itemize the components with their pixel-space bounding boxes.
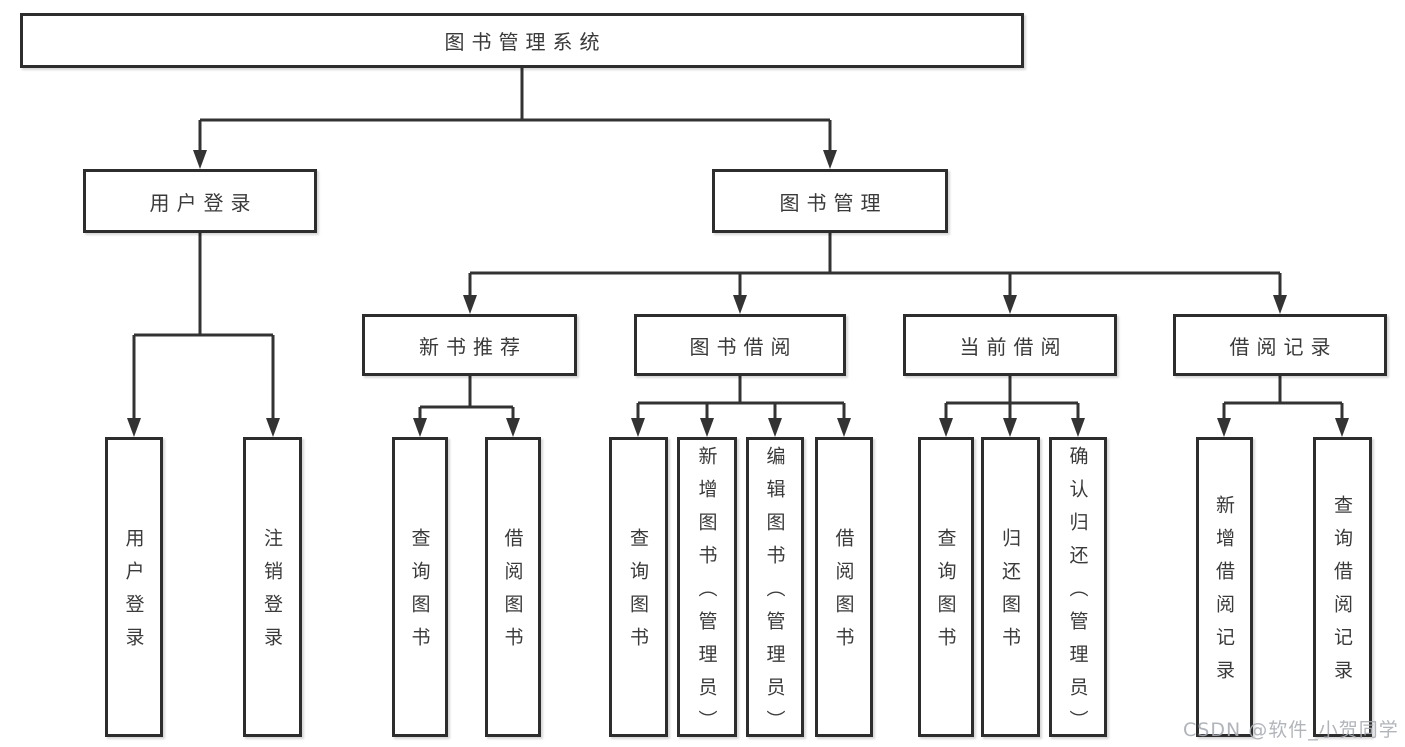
node-current-borrow-label: 当前借阅	[959, 334, 1068, 359]
node-leaf-return-books: 归还图书	[981, 437, 1040, 737]
node-leaf-add-borrow-record-label: 新增借阅记录	[1213, 495, 1235, 693]
node-root: 图书管理系统	[20, 13, 1024, 68]
node-leaf-borrow-books-2-label: 借阅图书	[832, 528, 855, 660]
node-leaf-borrow-books-1: 借阅图书	[485, 437, 541, 737]
node-user-login-branch-label: 用户登录	[149, 190, 258, 215]
node-leaf-add-borrow-record: 新增借阅记录	[1196, 437, 1253, 737]
node-leaf-edit-books-admin: 编辑图书（管理员）	[746, 437, 804, 743]
node-book-borrow: 图书借阅	[634, 314, 846, 376]
node-leaf-return-books-label: 归还图书	[999, 528, 1021, 660]
node-leaf-query-books-1: 查询图书	[392, 437, 448, 737]
node-leaf-query-books-2-label: 查询图书	[627, 528, 649, 660]
node-leaf-confirm-return-admin-label: 确认归还（管理员）	[1066, 445, 1089, 743]
watermark: CSDN @软件_小贺同学	[1183, 719, 1399, 741]
node-leaf-query-books-3-label: 查询图书	[934, 528, 957, 660]
node-new-book-recommend-label: 新书推荐	[419, 334, 527, 359]
node-borrow-records: 借阅记录	[1173, 314, 1387, 376]
node-new-book-recommend: 新书推荐	[362, 314, 577, 376]
node-leaf-user-login-label: 用户登录	[122, 528, 145, 660]
node-leaf-query-books-1-label: 查询图书	[408, 528, 431, 660]
node-book-management-label: 图书管理	[779, 190, 888, 215]
node-leaf-logout: 注销登录	[243, 437, 302, 737]
node-leaf-confirm-return-admin: 确认归还（管理员）	[1049, 437, 1107, 743]
node-borrow-records-label: 借阅记录	[1229, 334, 1338, 359]
node-leaf-query-books-3: 查询图书	[918, 437, 974, 737]
node-leaf-query-books-2: 查询图书	[609, 437, 668, 737]
node-leaf-query-borrow-record: 查询借阅记录	[1313, 437, 1372, 737]
node-book-management: 图书管理	[712, 169, 948, 233]
node-leaf-query-borrow-record-label: 查询借阅记录	[1331, 495, 1353, 693]
node-leaf-logout-label: 注销登录	[261, 528, 283, 660]
node-leaf-add-books-admin: 新增图书（管理员）	[677, 437, 737, 743]
node-current-borrow: 当前借阅	[903, 314, 1117, 376]
node-user-login-branch: 用户登录	[83, 169, 317, 233]
node-leaf-borrow-books-2: 借阅图书	[815, 437, 873, 737]
node-leaf-add-books-admin-label: 新增图书（管理员）	[695, 445, 718, 743]
node-book-borrow-label: 图书借阅	[689, 334, 798, 359]
node-root-label: 图书管理系统	[444, 30, 607, 54]
node-leaf-edit-books-admin-label: 编辑图书（管理员）	[763, 445, 786, 743]
arrowhead-icons	[127, 150, 1349, 437]
connector-paths	[132, 68, 1344, 420]
node-leaf-borrow-books-1-label: 借阅图书	[501, 528, 524, 660]
node-leaf-user-login: 用户登录	[105, 437, 163, 737]
